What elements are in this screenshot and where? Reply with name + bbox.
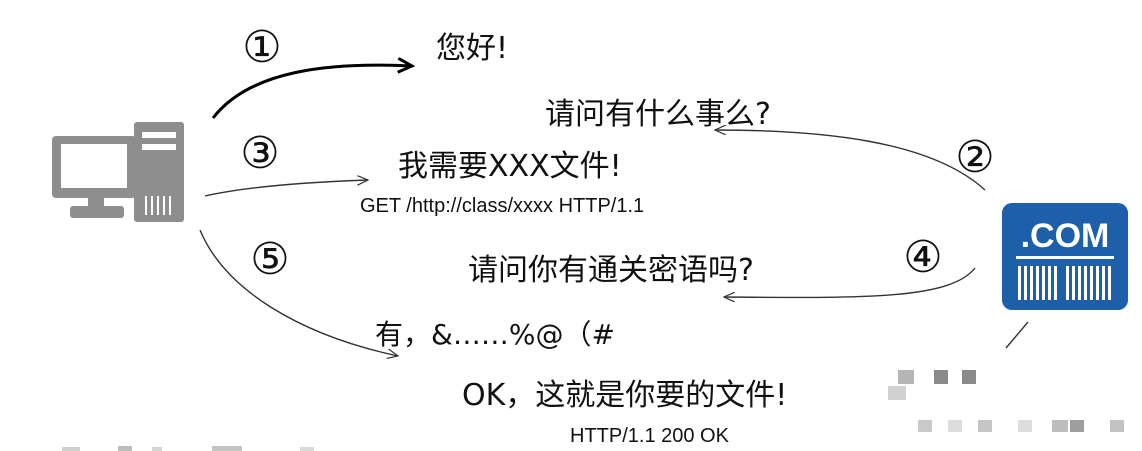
bottom-edge-marks [62, 446, 314, 451]
arrow-5 [199, 229, 398, 356]
arrow-3 [204, 180, 368, 197]
pixelated-watermark [888, 370, 1124, 432]
step-3-request-line: GET /http://class/xxxx HTTP/1.1 [360, 195, 644, 217]
arrow-2 [715, 130, 986, 191]
step-4-number: ④ [903, 232, 942, 283]
server-com-icon: .COM [1002, 203, 1128, 310]
computer-icon [52, 122, 184, 222]
arrow-6 [1005, 321, 1029, 349]
step-5-message: 有，&……%@（# [375, 318, 615, 351]
server-label: .COM [1021, 217, 1110, 255]
step-1-message: 您好! [436, 31, 508, 66]
step-6-status-line: HTTP/1.1 200 OK [570, 425, 730, 447]
step-3-message: 我需要XXX文件! [398, 149, 622, 184]
arrow-4 [724, 267, 976, 297]
step-3-number: ③ [240, 128, 279, 179]
step-1-number: ① [242, 22, 281, 73]
step-4-message: 请问你有通关密语吗? [468, 253, 754, 288]
step-6-message: OK，这就是你要的文件! [462, 378, 787, 413]
step-5-number: ⑤ [250, 234, 289, 285]
step-6-partial: ⑥ [880, 333, 970, 384]
arrow-1 [211, 65, 412, 119]
step-2-message: 请问有什么事么? [545, 97, 771, 132]
step-2-number: ② [955, 132, 994, 183]
